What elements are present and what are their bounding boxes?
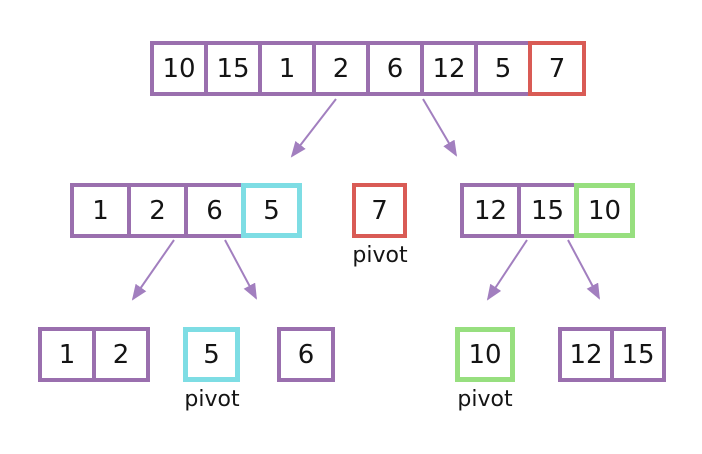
array-cell: 6 xyxy=(366,41,424,96)
array-cell: 1 xyxy=(38,327,96,382)
array-bottom-left-pair: 1 2 xyxy=(38,327,150,382)
box-pivot-10: 10 xyxy=(455,327,515,382)
array-cell-pivot: 7 xyxy=(528,41,586,96)
array-cell: 1 xyxy=(258,41,316,96)
array-cell: 15 xyxy=(517,183,578,238)
array-root: 10 15 1 2 6 12 5 7 xyxy=(150,41,586,96)
arrow-left-to-six xyxy=(224,239,257,300)
array-cell-pivot: 5 xyxy=(183,327,240,382)
array-left-sub: 1 2 6 5 xyxy=(70,183,302,238)
arrow-root-to-right xyxy=(422,98,458,157)
array-cell: 12 xyxy=(460,183,521,238)
array-right-sub: 12 15 10 xyxy=(460,183,635,238)
array-cell: 12 xyxy=(420,41,478,96)
arrow-right-to-pair1215 xyxy=(567,239,600,300)
pivot-label: pivot xyxy=(352,243,408,268)
box-pivot-5: 5 xyxy=(183,327,240,382)
pivot-label: pivot xyxy=(457,387,513,412)
array-cell: 5 xyxy=(474,41,532,96)
array-cell-pivot: 10 xyxy=(574,183,635,238)
array-cell: 6 xyxy=(184,183,245,238)
array-cell-pivot: 7 xyxy=(352,183,407,238)
array-cell: 2 xyxy=(92,327,150,382)
array-cell: 2 xyxy=(127,183,188,238)
arrow-left-to-pair12 xyxy=(131,239,175,301)
box-single-6: 6 xyxy=(277,327,335,382)
pivot-label: pivot xyxy=(184,387,240,412)
array-bottom-right-pair: 12 15 xyxy=(558,327,666,382)
array-cell: 6 xyxy=(277,327,335,382)
array-cell-pivot: 5 xyxy=(241,183,302,238)
array-cell: 2 xyxy=(312,41,370,96)
arrow-root-to-left xyxy=(290,98,337,158)
box-pivot-7: 7 xyxy=(352,183,407,238)
array-cell: 12 xyxy=(558,327,614,382)
array-cell: 10 xyxy=(150,41,208,96)
array-cell: 1 xyxy=(70,183,131,238)
array-cell: 15 xyxy=(204,41,262,96)
array-cell-pivot: 10 xyxy=(455,327,515,382)
arrow-right-to-ten xyxy=(486,239,528,301)
array-cell: 15 xyxy=(610,327,666,382)
